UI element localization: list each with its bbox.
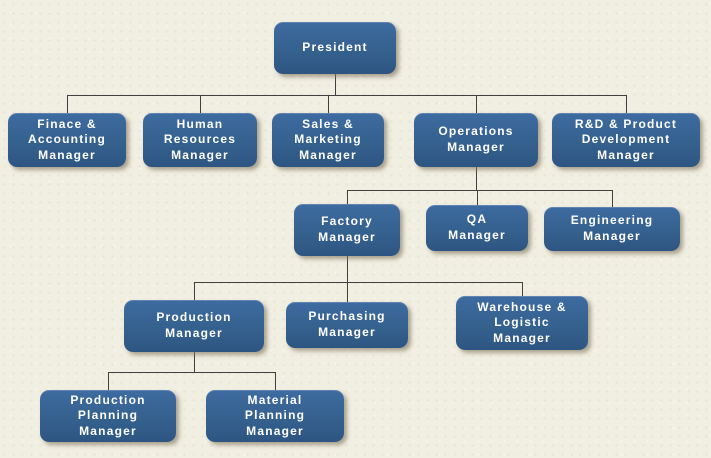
node-factory-manager: Factory Manager: [294, 204, 400, 256]
node-rnd-product-development-manager: R&D & Product Development Manager: [552, 113, 700, 167]
connector-level3-rail: [347, 190, 613, 191]
connector-drop-purchasing: [347, 282, 348, 302]
node-human-resources-manager-label: Human Resources Manager: [163, 116, 237, 162]
node-engineering-manager-label: Engineering Manager: [570, 213, 654, 243]
connector-operations-stem: [476, 167, 477, 190]
connector-drop-operations: [476, 95, 477, 113]
node-sales-marketing-manager-label: Sales & Marketing Manager: [294, 116, 362, 162]
node-production-manager: Production Manager: [124, 300, 264, 352]
node-sales-marketing-manager: Sales & Marketing Manager: [272, 113, 384, 167]
node-production-planning-manager: Production Planning Manager: [40, 390, 176, 442]
connector-production-stem: [194, 352, 195, 372]
connector-drop-hr: [200, 95, 201, 113]
connector-president-stem: [335, 74, 336, 95]
connector-drop-rnd: [626, 95, 627, 113]
node-qa-manager: QA Manager: [426, 205, 528, 251]
connector-level2-rail: [67, 95, 627, 96]
node-warehouse-logistic-manager-label: Warehouse & Logistic Manager: [477, 299, 567, 345]
connector-drop-sales: [328, 95, 329, 113]
connector-drop-production: [194, 282, 195, 300]
node-operations-manager: Operations Manager: [414, 113, 538, 167]
node-production-planning-manager-label: Production Planning Manager: [70, 392, 146, 438]
connector-factory-stem: [347, 256, 348, 282]
connector-drop-material-planning: [275, 372, 276, 390]
connector-drop-engineering: [612, 190, 613, 207]
node-warehouse-logistic-manager: Warehouse & Logistic Manager: [456, 296, 588, 350]
node-finance-accounting-manager: Finace & Accounting Manager: [8, 113, 126, 167]
node-finance-accounting-manager-label: Finace & Accounting Manager: [28, 116, 106, 162]
node-factory-manager-label: Factory Manager: [318, 214, 376, 244]
connector-drop-production-planning: [108, 372, 109, 390]
node-president-label: President: [302, 40, 368, 55]
node-operations-manager-label: Operations Manager: [438, 124, 514, 154]
connector-level4-rail: [194, 282, 523, 283]
node-material-planning-manager: Material Planning Manager: [206, 390, 344, 442]
connector-drop-qa: [477, 190, 478, 205]
node-human-resources-manager: Human Resources Manager: [143, 113, 257, 167]
node-rnd-product-development-manager-label: R&D & Product Development Manager: [574, 116, 678, 162]
node-material-planning-manager-label: Material Planning Manager: [244, 392, 306, 438]
node-president: President: [274, 22, 396, 74]
connector-level5-rail: [108, 372, 276, 373]
node-engineering-manager: Engineering Manager: [544, 207, 680, 251]
connector-drop-finance: [67, 95, 68, 113]
node-qa-manager-label: QA Manager: [448, 212, 506, 242]
connector-drop-warehouse: [522, 282, 523, 296]
node-purchasing-manager-label: Purchasing Manager: [308, 309, 386, 339]
connector-drop-factory: [347, 190, 348, 204]
node-production-manager-label: Production Manager: [156, 310, 232, 340]
node-purchasing-manager: Purchasing Manager: [286, 302, 408, 348]
